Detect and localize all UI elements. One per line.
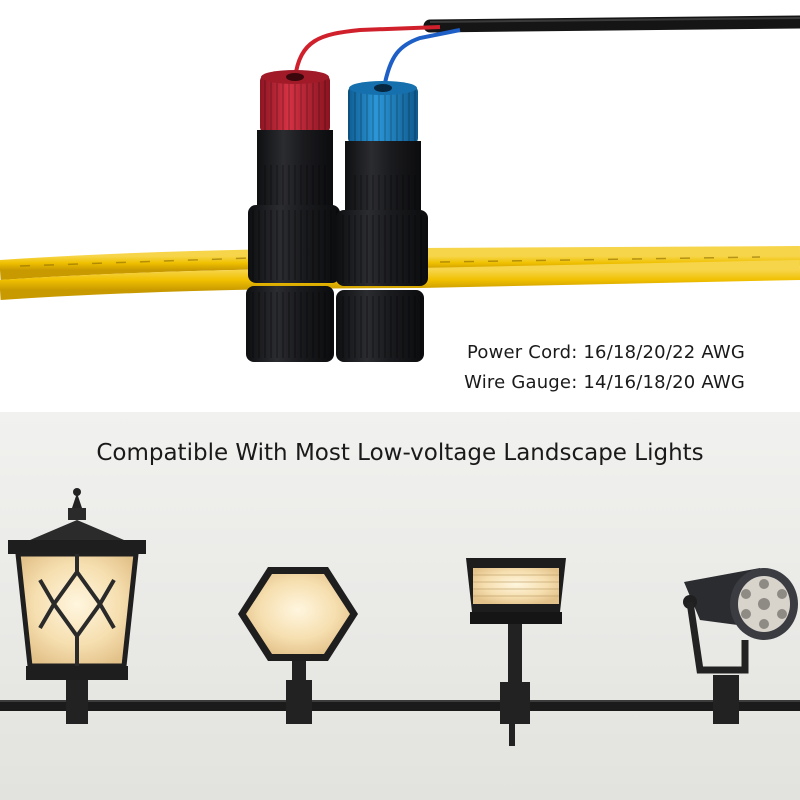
compatibility-headline: Compatible With Most Low-voltage Landsca…: [96, 440, 704, 466]
red-wire-connector: [246, 70, 340, 362]
wire-gauge-spec: Wire Gauge: 14/16/18/20 AWG: [464, 372, 745, 393]
lantern-light-icon: [8, 488, 146, 724]
flood-light-icon: [466, 558, 566, 746]
hexagon-light-icon: [238, 567, 358, 724]
lights-photo-panel: [0, 412, 800, 800]
power-cord-spec: Power Cord: 16/18/20/22 AWG: [466, 342, 745, 363]
black-power-cable: [423, 15, 800, 33]
mounting-rail: [0, 700, 800, 711]
spot-light-icon: [683, 568, 798, 724]
blue-wire-connector: [336, 81, 428, 362]
blue-wire: [382, 28, 461, 89]
red-wire: [293, 25, 441, 79]
